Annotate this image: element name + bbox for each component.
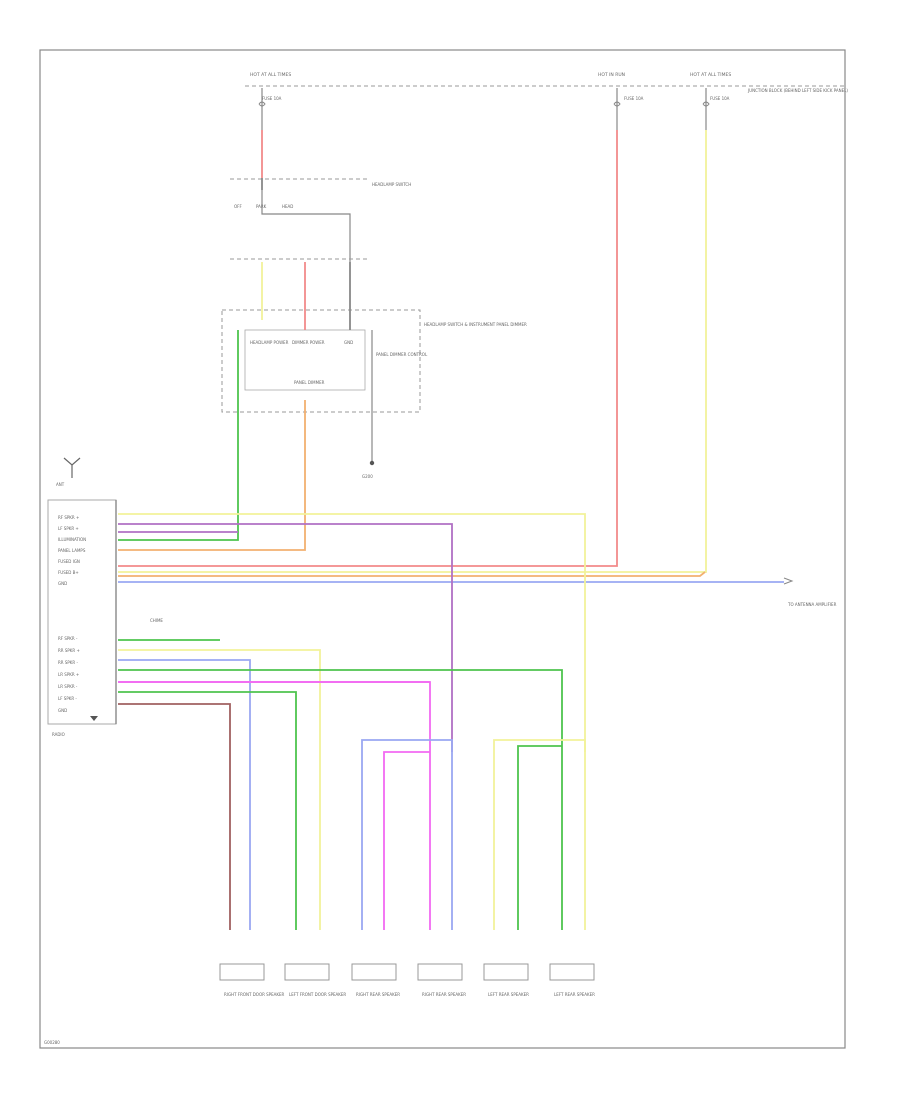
module-pin-2: DIMMER POWER bbox=[292, 340, 325, 345]
bus-label-3: HOT AT ALL TIMES bbox=[690, 72, 731, 78]
speaker-1-box bbox=[219, 963, 265, 981]
radio-pin-bot-5: LR SPKR - bbox=[58, 684, 78, 689]
purple-wire-lf-plus bbox=[118, 523, 453, 752]
green-wire-module-radio bbox=[118, 330, 239, 541]
antenna-label: ANT bbox=[56, 482, 65, 487]
module-pin-1: HEADLAMP POWER bbox=[250, 340, 289, 345]
fuse-1 bbox=[258, 88, 266, 130]
speaker-3-box bbox=[351, 963, 397, 981]
radio-pin-top-2: LF SPKR + bbox=[58, 526, 79, 531]
to-antenna-amp-label: TO ANTENNA AMPLIFIER bbox=[787, 602, 837, 607]
radio-pin-bot-6: LF SPKR - bbox=[58, 696, 77, 701]
speaker-3-label: RIGHT REAR SPEAKER bbox=[356, 992, 400, 997]
orange-wire-dimmer-radio bbox=[118, 400, 306, 551]
radio-pin-bot-2: RR SPKR + bbox=[58, 648, 80, 653]
speaker-6-box bbox=[549, 963, 595, 981]
ground-label: G200 bbox=[362, 474, 373, 479]
speaker-5-box bbox=[483, 963, 529, 981]
radio-pin-top-3: ILLUMINATION bbox=[58, 537, 86, 542]
figure-id: G00280 bbox=[44, 1040, 60, 1045]
radio-pin-top-4: PANEL LAMPS bbox=[58, 548, 86, 553]
fuse-label-3: FUSE 10A bbox=[710, 96, 730, 101]
blue-wire-rr-loop bbox=[361, 739, 453, 930]
module-title: HEADLAMP SWITCH & INSTRUMENT PANEL DIMME… bbox=[424, 322, 527, 327]
radio-box bbox=[47, 499, 117, 725]
radio-pin-top-5: FUSED IGN bbox=[58, 559, 80, 564]
green-wire-lr-plus bbox=[118, 669, 563, 930]
switch-pos-off: OFF bbox=[234, 204, 242, 209]
wire-group bbox=[118, 130, 784, 930]
radio-pin-bot-1: RF SPKR - bbox=[58, 636, 78, 641]
junction-block-note: JUNCTION BLOCK (BEHIND LEFT SIDE KICK PA… bbox=[747, 88, 848, 93]
bus-label-2: HOT IN RUN bbox=[598, 72, 625, 78]
fuse-2 bbox=[613, 88, 621, 130]
speaker-5-label: LEFT REAR SPEAKER bbox=[488, 992, 529, 997]
radio-pin-top-6: FUSED B+ bbox=[58, 570, 79, 575]
speaker-2-box bbox=[284, 963, 330, 981]
module-pin-3: GND bbox=[344, 340, 353, 345]
yellow-wire-fuse3-radio bbox=[118, 130, 707, 573]
speaker-4-box bbox=[417, 963, 463, 981]
switch-pos-head: HEAD bbox=[282, 204, 293, 209]
diagram-frame bbox=[39, 49, 846, 1049]
module-bottom-label: PANEL DIMMER bbox=[294, 380, 325, 385]
brown-wire-gnd bbox=[118, 703, 231, 930]
blue-wire-rr-minus bbox=[118, 659, 251, 930]
antenna-icon bbox=[63, 457, 81, 478]
speaker-1-label: RIGHT FRONT DOOR SPEAKER bbox=[224, 992, 285, 997]
bus-label-1: HOT AT ALL TIMES bbox=[250, 72, 291, 78]
orange-wire-antenna bbox=[118, 571, 706, 577]
module-note: PANEL DIMMER CONTROL bbox=[376, 352, 428, 357]
green-wire-lr-loop bbox=[517, 745, 562, 930]
red-wire-fuse2-radio bbox=[118, 130, 618, 567]
radio-pin-bot-3: RR SPKR - bbox=[58, 660, 78, 665]
radio-pin-top-1: RF SPKR + bbox=[58, 515, 79, 520]
fuse-label-1: FUSE 10A bbox=[262, 96, 282, 101]
connector-arrow-icon bbox=[783, 577, 794, 585]
fuse-label-2: FUSE 10A bbox=[624, 96, 644, 101]
tan-wire-lr-loop bbox=[493, 739, 586, 930]
speaker-group: RIGHT FRONT DOOR SPEAKER LEFT FRONT DOOR … bbox=[219, 963, 595, 997]
radio-pin-top-7: GND bbox=[58, 581, 67, 586]
radio-label: RADIO bbox=[52, 732, 65, 737]
fuse-3 bbox=[702, 88, 710, 130]
headlamp-switch-label: HEADLAMP SWITCH bbox=[372, 182, 411, 187]
radio-ground-icon bbox=[90, 716, 98, 721]
speaker-6-label: LEFT REAR SPEAKER bbox=[554, 992, 595, 997]
green-wire-lf-minus bbox=[118, 691, 297, 930]
speaker-2-label: LEFT FRONT DOOR SPEAKER bbox=[289, 992, 346, 997]
radio-sub-label: CHIME bbox=[150, 618, 163, 623]
tan-wire-rf-plus bbox=[118, 513, 586, 752]
module-box bbox=[221, 309, 421, 413]
ground-icon bbox=[369, 460, 375, 466]
switch-pos-park: PARK bbox=[256, 204, 267, 209]
switch-wire bbox=[261, 190, 351, 262]
yellow-wire-rr-plus bbox=[118, 649, 321, 930]
radio-pin-bot-7: GND bbox=[58, 708, 67, 713]
radio-pin-bot-4: LR SPKR + bbox=[58, 672, 79, 677]
speaker-4-label: RIGHT REAR SPEAKER bbox=[422, 992, 466, 997]
magenta-wire-rr-loop bbox=[383, 751, 430, 930]
